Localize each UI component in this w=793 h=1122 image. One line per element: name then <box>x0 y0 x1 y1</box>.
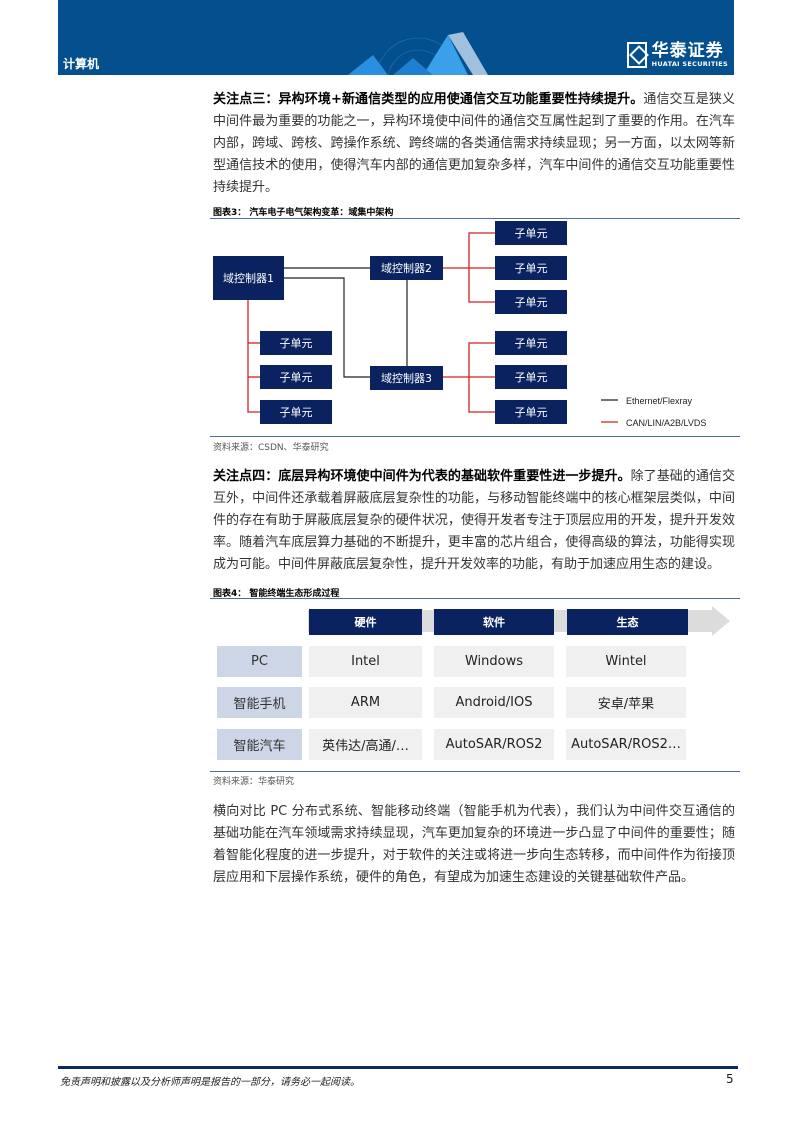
domain-controller-2-label: 域控制器2 <box>381 261 432 275</box>
sub-unit-label: 子单元 <box>515 406 548 419</box>
huatai-logo: 华泰证券 HUATAI SECURITIES <box>626 41 728 68</box>
sub-unit-label: 子单元 <box>515 227 548 240</box>
sub-unit-box <box>495 400 567 424</box>
table-cell: Windows <box>434 646 554 677</box>
paragraph-focus-4: 关注点四：底层异构环境使中间件为代表的基础软件重要性进一步提升。除了基础的通信交… <box>213 466 735 576</box>
section-label: 计算机 <box>63 57 100 71</box>
sub-unit-label: 子单元 <box>515 262 548 275</box>
sub-unit-label: 子单元 <box>515 296 548 309</box>
paragraph-lead: 关注点四：底层异构环境使中间件为代表的基础软件重要性进一步提升。 <box>213 469 631 484</box>
sub-unit-box <box>495 221 567 245</box>
sub-unit-box <box>495 331 567 355</box>
figure4-bottom-rule <box>210 771 740 772</box>
sub-unit-label: 子单元 <box>515 371 548 384</box>
page-number: 5 <box>726 1072 734 1086</box>
row-label: PC <box>217 646 302 677</box>
figure4-source: 资料来源：华泰研究 <box>213 777 295 787</box>
legend-can: CAN/LIN/A2B/LVDS <box>626 418 706 428</box>
footer-disclaimer: 免责声明和披露以及分析师声明是报告的一部分，请务必一起阅读。 <box>60 1077 360 1088</box>
sub-unit-label: 子单元 <box>280 406 313 419</box>
sub-unit-box <box>260 331 332 355</box>
architecture-diagram: 域控制器1域控制器2域控制器3子单元子单元子单元子单元子单元子单元子单元子单元子… <box>213 221 706 428</box>
sub-unit-box <box>495 256 567 280</box>
table-cell: 英伟达/高通/… <box>309 729 422 760</box>
row-label: 智能手机 <box>217 687 302 718</box>
domain-controller-1-box <box>213 256 284 300</box>
logo-icon <box>626 42 647 68</box>
banner-decoration <box>348 32 488 75</box>
table-cell: AutoSAR/ROS2 <box>434 729 554 760</box>
domain-controller-3-box <box>370 366 443 390</box>
header-banner: 计算机 华泰证券 HUATAI SECURITIES <box>58 0 734 75</box>
footer-rule <box>58 1066 738 1069</box>
table-cell: AutoSAR/ROS2… <box>566 729 686 760</box>
column-header-hardware: 硬件 <box>309 609 422 635</box>
sub-unit-label: 子单元 <box>280 371 313 384</box>
can-links <box>247 232 495 413</box>
domain-controller-1-label: 域控制器1 <box>223 271 274 285</box>
table-cell: ARM <box>309 687 422 718</box>
table-cell: Wintel <box>566 646 686 677</box>
paragraph-lead: 关注点三：异构环境+新通信类型的应用使通信交互功能重要性持续提升。 <box>213 92 644 107</box>
figure3-source: 资料来源：CSDN、华泰研究 <box>213 443 329 453</box>
table-cell: Intel <box>309 646 422 677</box>
sub-unit-label: 子单元 <box>280 337 313 350</box>
row-label: 智能汽车 <box>217 729 302 760</box>
paragraph-conclusion: 横向对比 PC 分布式系统、智能移动终端（智能手机为代表），我们认为中间件交互通… <box>213 801 735 889</box>
sub-unit-box <box>260 400 332 424</box>
logo-en: HUATAI SECURITIES <box>651 60 728 68</box>
figure4-top-rule <box>210 598 740 599</box>
sub-unit-box <box>495 365 567 389</box>
sub-unit-box <box>260 365 332 389</box>
paragraph-focus-3: 关注点三：异构环境+新通信类型的应用使通信交互功能重要性持续提升。通信交互是狭义… <box>213 89 735 199</box>
sub-unit-label: 子单元 <box>515 337 548 350</box>
figure3-title: 图表3： 汽车电子电气架构变革：域集中架构 <box>213 208 394 218</box>
domain-controller-2-box <box>370 256 443 280</box>
paragraph-body: 通信交互是狭义中间件最为重要的功能之一，异构环境使中间件的通信交互属性起到了重要… <box>213 92 735 195</box>
ethernet-links <box>284 267 408 378</box>
domain-controller-3-label: 域控制器3 <box>381 371 432 385</box>
logo-cn: 华泰证券 <box>651 41 724 61</box>
table-cell: Android/IOS <box>434 687 554 718</box>
figure3-bottom-rule <box>210 436 740 437</box>
column-header-software: 软件 <box>434 609 554 635</box>
paragraph-body: 除了基础的通信交互外，中间件还承载着屏蔽底层复杂性的功能，与移动智能终端中的核心… <box>213 469 735 572</box>
figure3-top-rule <box>210 218 740 219</box>
paragraph-body: 横向对比 PC 分布式系统、智能移动终端（智能手机为代表），我们认为中间件交互通… <box>213 804 735 885</box>
table-cell: 安卓/苹果 <box>566 687 686 718</box>
figure4-title: 图表4： 智能终端生态形成过程 <box>213 589 340 599</box>
sub-unit-box <box>495 290 567 314</box>
column-header-ecosystem: 生态 <box>567 609 688 635</box>
legend-ethernet: Ethernet/Flexray <box>626 396 693 406</box>
